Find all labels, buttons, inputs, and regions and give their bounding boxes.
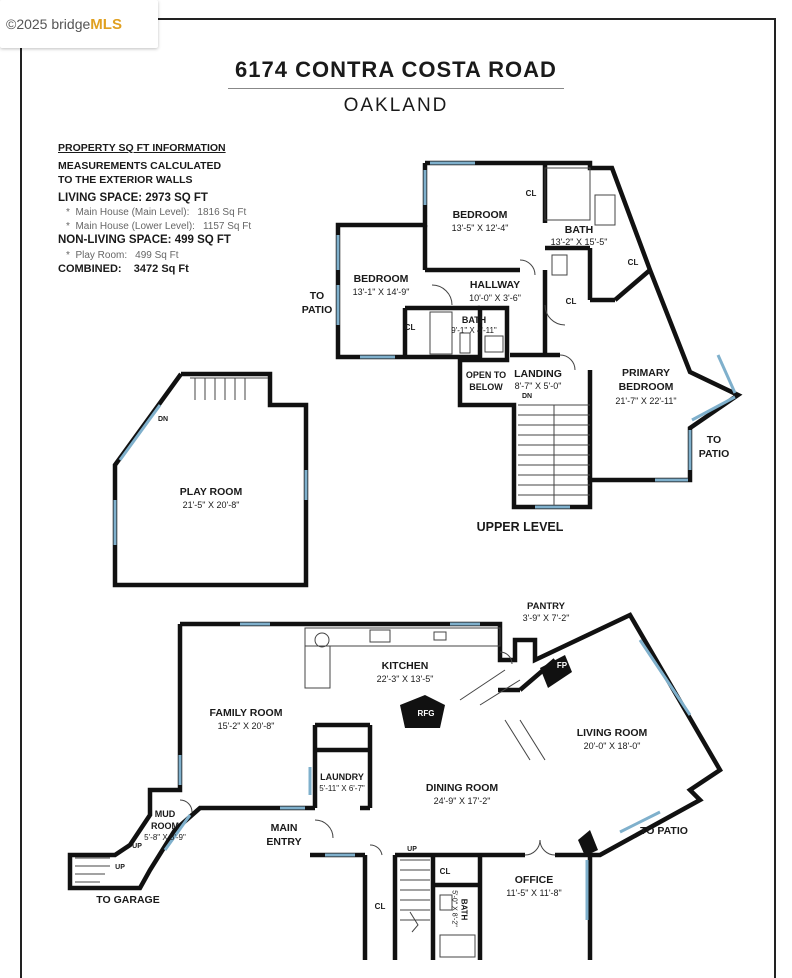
mud-room-dim: 5'-8" X 8'-9" (144, 833, 186, 842)
closet-label-3: CL (565, 297, 577, 306)
hallway-dim: 10'-0" X 3'-6" (469, 293, 521, 303)
title-divider (228, 88, 564, 89)
office-dim: 11'-5" X 11'-8" (506, 888, 562, 898)
main-level-label: Main House (Main Level): (75, 207, 190, 219)
hallway-label: HALLWAY (469, 279, 521, 291)
to-garage-label: TO GARAGE (96, 894, 160, 906)
office-label: OFFICE (514, 874, 554, 886)
mud-room-label-2: ROOM (151, 821, 179, 831)
bath3-label: BATH (459, 898, 469, 921)
main-entry-label-2: ENTRY (266, 836, 302, 848)
playroom-label: PLAY ROOM (179, 486, 243, 498)
bath2-label: BATH (461, 315, 487, 325)
play-value: 499 Sq Ft (135, 249, 179, 261)
closet-label-6: CL (439, 867, 451, 876)
watermark-prefix: ©2025 bridge (6, 16, 91, 32)
dining-room-dim: 24'-9" X 17'-2" (433, 796, 491, 806)
info-main-level: * Main House (Main Level):1816 Sq Ft (66, 207, 247, 219)
playroom-dim: 21'-5" X 20'-8" (182, 500, 240, 510)
sqft-info-panel: PROPERTY SQ FT INFORMATION MEASUREMENTS … (58, 141, 251, 277)
down-label-playroom: DN (157, 416, 169, 423)
living-room-dim: 20'-0" X 18'-0" (583, 741, 641, 751)
to-patio-right-1: TO (706, 434, 722, 446)
living-room-label: LIVING ROOM (576, 727, 648, 739)
watermark-mls: MLS (90, 15, 122, 33)
closet-label-2: CL (627, 258, 639, 267)
to-patio-left-1: TO (309, 290, 325, 302)
main-level-value: 1816 Sq Ft (197, 207, 247, 219)
combined-value: 3472 Sq Ft (133, 263, 189, 276)
upper-level-fixtures (429, 167, 616, 505)
info-combined: COMBINED: 3472 Sq Ft (58, 262, 251, 277)
playroom-walls (112, 371, 309, 588)
closet-label-1: CL (525, 189, 537, 198)
refrigerator-label: RFG (417, 709, 435, 718)
landing-label: LANDING (514, 368, 562, 380)
to-patio-left-2: PATIO (301, 304, 333, 316)
upper-level-walls (335, 160, 743, 510)
up-label-stairs: UP (407, 846, 417, 853)
primary-label-2: BEDROOM (618, 381, 674, 393)
page-title: 6174 CONTRA COSTA ROAD (235, 57, 557, 82)
up-label-garage: UP (115, 864, 125, 871)
lower-level-label: Main House (Lower Level): (75, 220, 195, 232)
primary-label-1: PRIMARY (621, 367, 671, 379)
landing-dim: 8'-7" X 5'-0" (514, 381, 562, 391)
bath1-label: BATH (564, 224, 594, 236)
kitchen-label: KITCHEN (381, 660, 429, 672)
info-lower-level: * Main House (Lower Level):1157 Sq Ft (66, 220, 252, 232)
page-frame (20, 18, 776, 978)
info-play: * Play Room:499 Sq Ft (66, 249, 179, 261)
info-note-2: TO THE EXTERIOR WALLS (58, 174, 193, 187)
closet-label-4: CL (404, 323, 416, 332)
main-level-fixtures (75, 627, 556, 958)
upper-level-label: UPPER LEVEL (476, 520, 564, 534)
bath3-dim: 5'-0" X 8'-2" (450, 890, 458, 927)
fireplace-label: FP (556, 661, 568, 670)
bedroom2-dim: 13'-1" X 14'-9" (352, 287, 410, 297)
lower-level-value: 1157 Sq Ft (202, 220, 252, 232)
bedroom2-label: BEDROOM (353, 273, 409, 285)
laundry-label: LAUNDRY (320, 772, 364, 782)
main-level-windows (163, 622, 692, 920)
bath1-dim: 13'-2" X 15'-5" (550, 237, 608, 247)
main-level-walls (67, 612, 724, 960)
bath2-dim: 9'-1" X 4'-11" (451, 326, 497, 335)
main-entry-label-1: MAIN (270, 822, 298, 834)
mud-room-label-1: MUD (154, 809, 176, 819)
to-patio-right-2: PATIO (698, 448, 730, 460)
info-note-1: MEASUREMENTS CALCULATED (58, 160, 222, 173)
laundry-dim: 5'-11" X 6'-7" (319, 784, 365, 793)
family-room-dim: 15'-2" X 20'-8" (217, 721, 275, 731)
down-label-stairs: DN (521, 393, 533, 400)
kitchen-dim: 22'-3" X 13'-5" (376, 674, 434, 684)
open-below-2: BELOW (469, 382, 503, 392)
pantry-dim: 3'-9" X 7'-2" (522, 613, 570, 623)
open-below-1: OPEN TO (465, 370, 507, 380)
page-subtitle: OAKLAND (343, 95, 449, 116)
primary-dim: 21'-7" X 22'-11" (615, 396, 677, 406)
up-label-mud: UP (132, 843, 142, 850)
info-non-living: NON-LIVING SPACE: 499 SQ FT (58, 234, 231, 247)
play-label: Play Room: (75, 249, 128, 261)
bedroom1-label: BEDROOM (452, 209, 508, 221)
pantry-label: PANTRY (527, 601, 565, 612)
closet-label-5: CL (374, 902, 386, 911)
info-heading: PROPERTY SQ FT INFORMATION (58, 142, 226, 154)
family-room-label: FAMILY ROOM (209, 707, 283, 719)
upper-level-windows (336, 161, 737, 509)
bedroom1-dim: 13'-5" X 12'-4" (451, 223, 509, 233)
combined-label: COMBINED: (58, 263, 122, 276)
to-patio-main-label: TO PATIO (640, 825, 688, 837)
info-living: LIVING SPACE: 2973 SQ FT (58, 191, 208, 204)
dining-room-label: DINING ROOM (425, 782, 499, 794)
